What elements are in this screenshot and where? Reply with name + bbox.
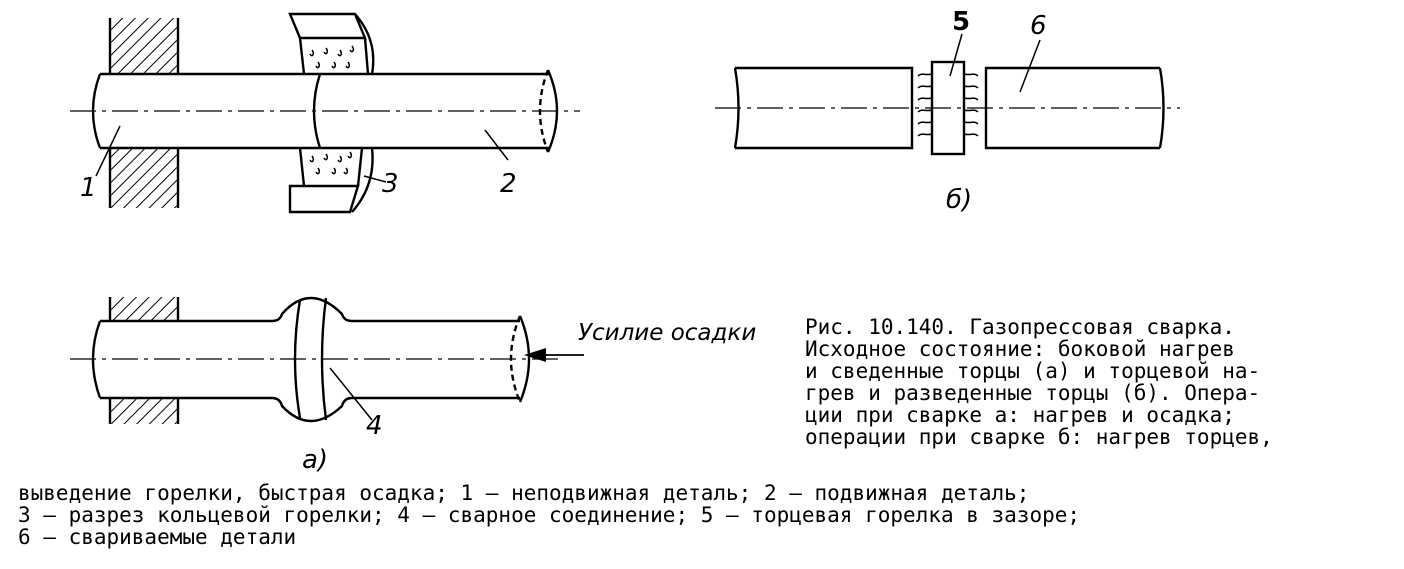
diagram-a-upset xyxy=(70,296,584,424)
subfigure-label-b: б) xyxy=(946,185,972,215)
caption-line: Исходное состояние: боковой нагрев xyxy=(805,337,1235,361)
caption-line: операции при сварке б: нагрев торцев, xyxy=(805,425,1273,449)
label-6: 6 xyxy=(1030,11,1047,41)
fixed-clamp-top-2 xyxy=(110,297,178,321)
upset-force-arrow xyxy=(524,348,584,362)
caption-line: грев и разведенные торцы (б). Опера- xyxy=(805,381,1261,405)
diagram-b-end-heating xyxy=(715,33,1180,156)
label-3: 3 xyxy=(382,169,399,199)
caption-line: выведение горелки, быстрая осадка; 1 — н… xyxy=(18,481,1030,505)
label-1: 1 xyxy=(80,173,97,203)
fixed-clamp-bottom xyxy=(110,148,178,208)
caption-line: 6 — свариваемые детали xyxy=(18,525,297,549)
diagram-a-initial xyxy=(70,12,580,214)
caption-line: ции при сварке а: нагрев и осадка; xyxy=(805,403,1235,427)
figure-caption-bottom: выведение горелки, быстрая осадка; 1 — н… xyxy=(18,482,1378,548)
label-4: 4 xyxy=(366,411,383,441)
fixed-clamp-bottom-2 xyxy=(110,398,178,424)
force-label: Усилие осадки xyxy=(578,320,756,346)
caption-line: Рис. 10.140. Газопрессовая сварка. xyxy=(805,315,1235,339)
label-5: 5 xyxy=(952,7,970,37)
label-2: 2 xyxy=(500,169,517,199)
figure-caption-top: Рис. 10.140. Газопрессовая сварка. Исход… xyxy=(805,316,1371,448)
caption-line: и сведенные торцы (а) и торцевой на- xyxy=(805,359,1261,383)
ring-burner-top xyxy=(288,12,375,75)
subfigure-label-a: а) xyxy=(302,445,328,475)
caption-line: 3 — разрез кольцевой горелки; 4 — сварно… xyxy=(18,503,1081,527)
ring-burner-bottom xyxy=(288,147,374,214)
fixed-clamp-top xyxy=(110,18,178,74)
